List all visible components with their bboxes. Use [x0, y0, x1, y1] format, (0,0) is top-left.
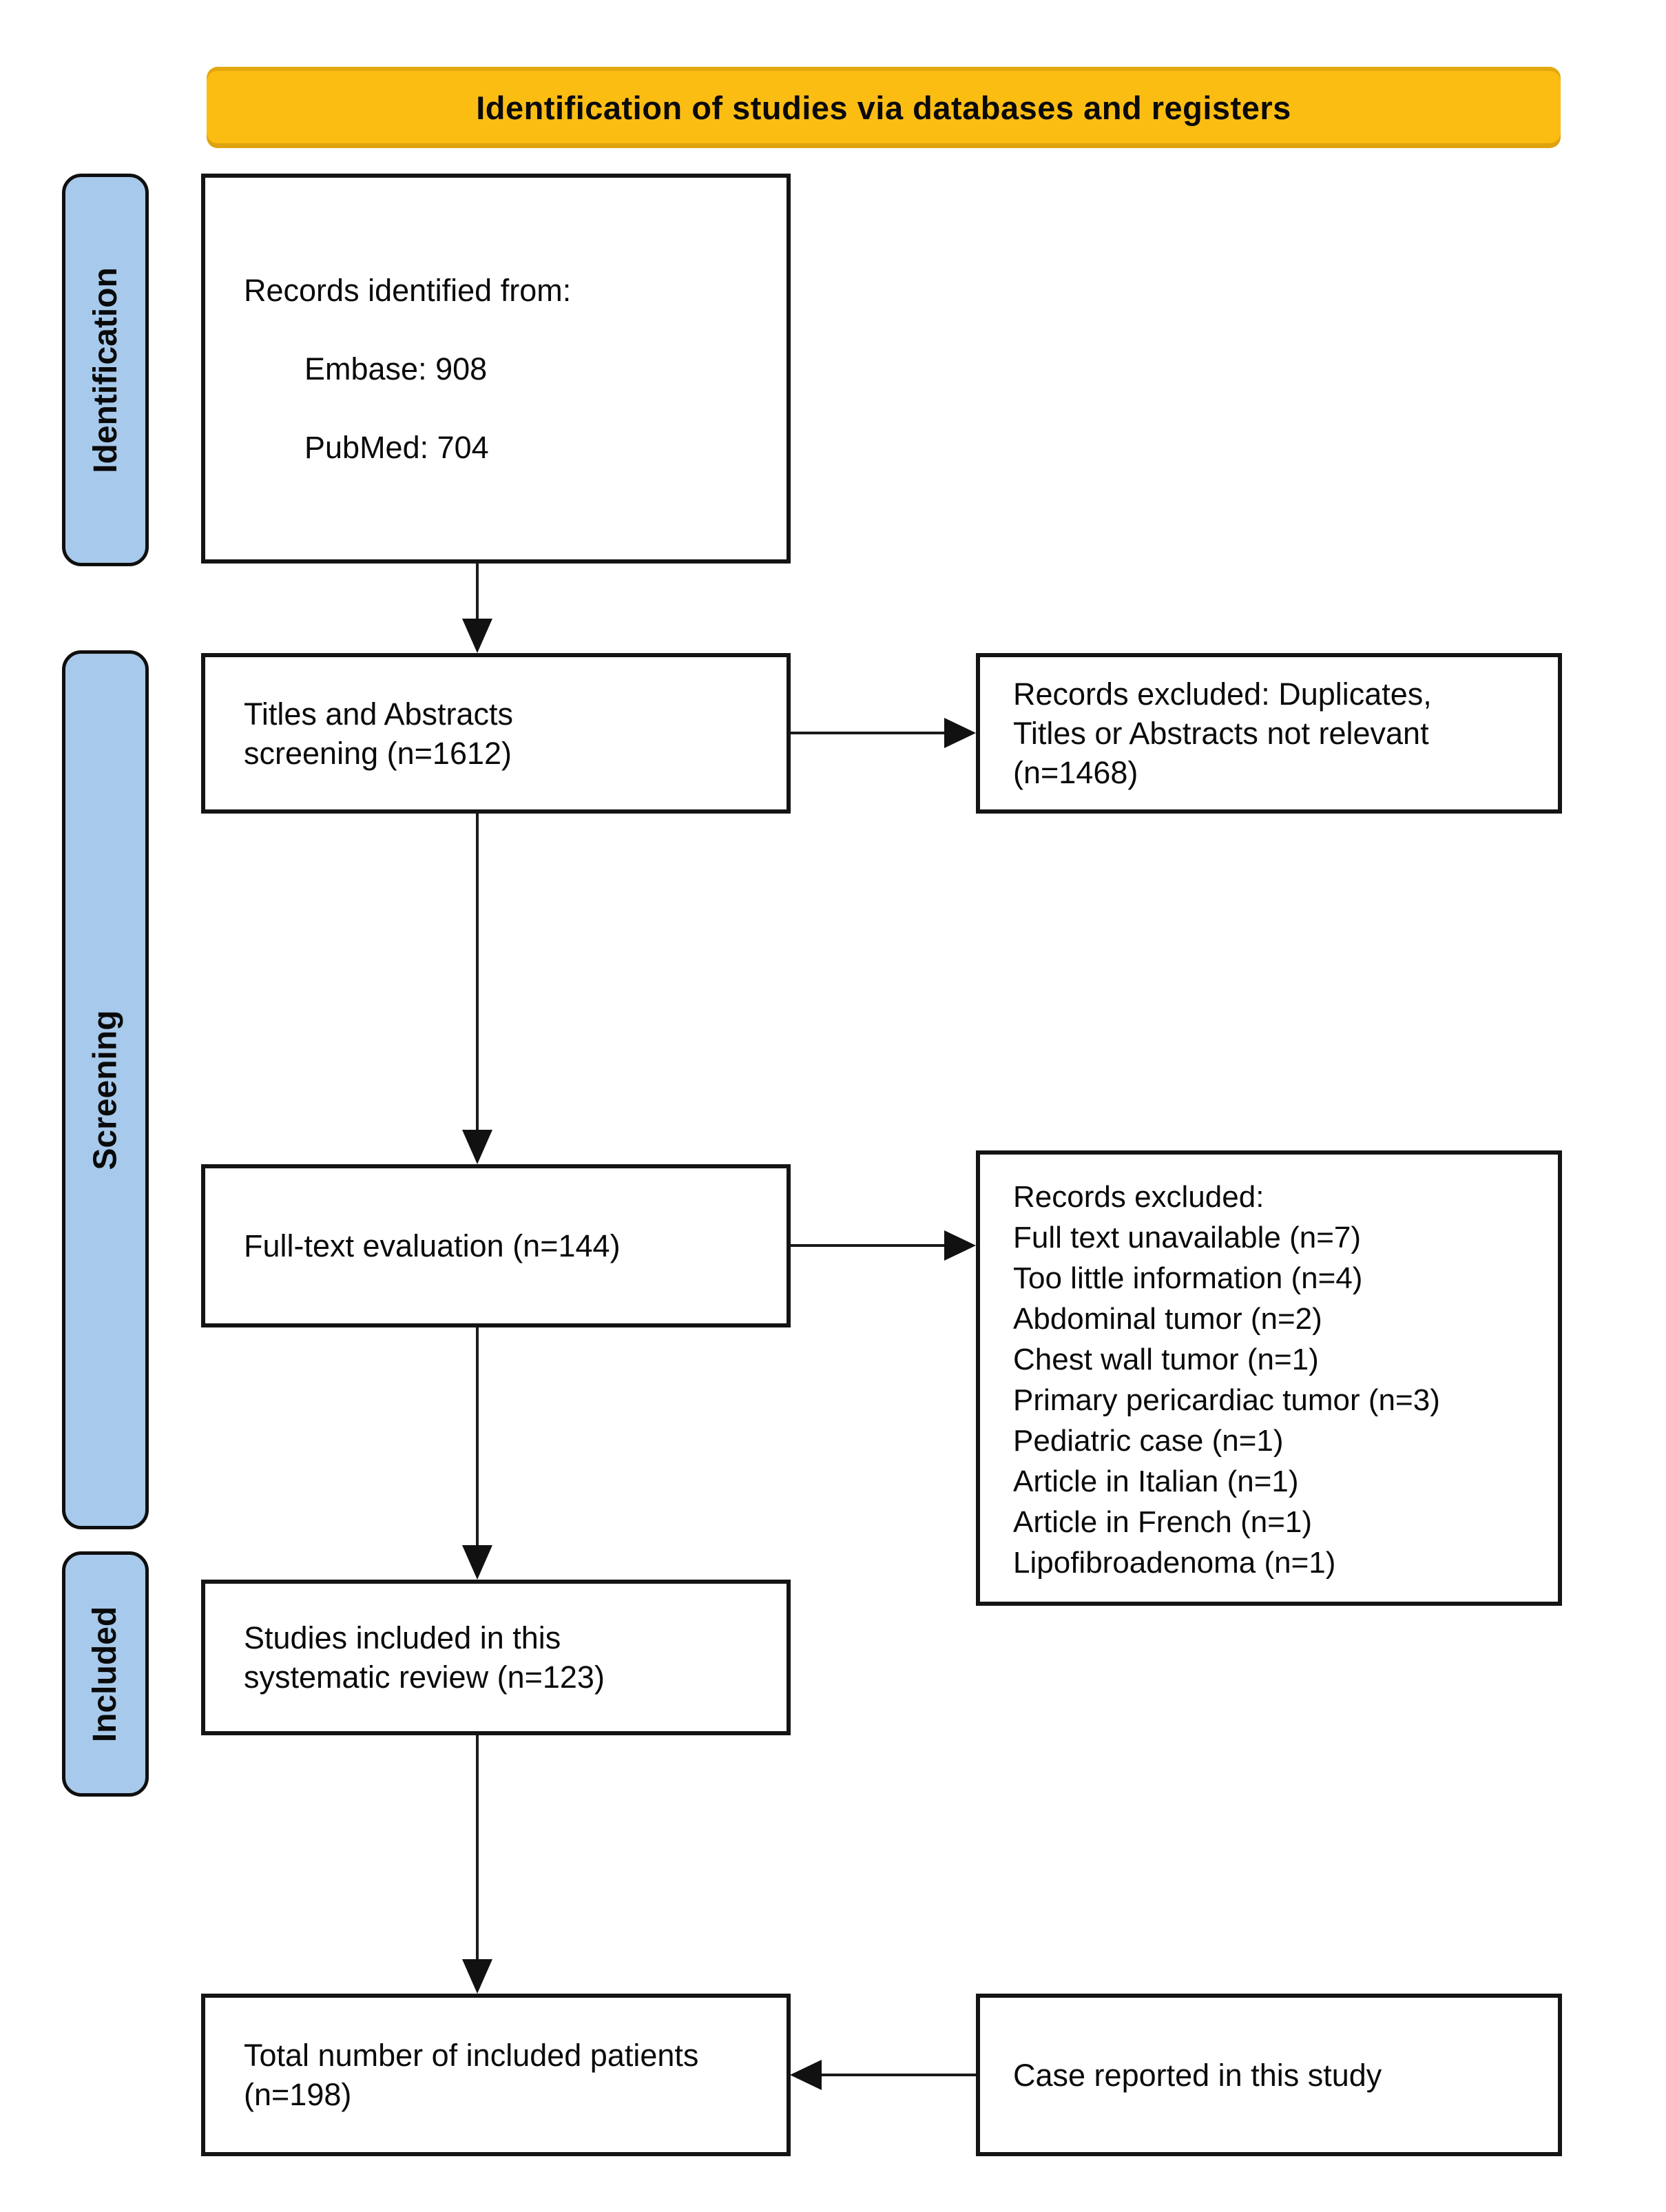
arrow-down-icon	[462, 619, 492, 653]
exclusion-line: Full text unavailable (n=7)	[1013, 1221, 1362, 1254]
records-identified-text: Records identified from: Embase: 908 Pub…	[205, 231, 592, 506]
arrow-right-icon	[944, 1230, 976, 1261]
banner-title: Identification of studies via databases …	[476, 89, 1291, 126]
stage-label-screening-text: Screening	[87, 1009, 124, 1170]
exclusion-line: Records excluded:	[1013, 1180, 1264, 1214]
arrow-down-icon	[462, 1545, 492, 1580]
arrow-down-icon	[462, 1959, 492, 1994]
stage-label-included: Included	[62, 1551, 149, 1797]
exclusion-line: Article in French (n=1)	[1013, 1505, 1313, 1539]
exclusion-line: Lipofibroadenoma (n=1)	[1013, 1546, 1336, 1580]
exclusion-line: Chest wall tumor (n=1)	[1013, 1343, 1319, 1376]
arrow-studies-to-total-line	[476, 1735, 479, 1961]
exclusion-line: Abdominal tumor (n=2)	[1013, 1302, 1322, 1336]
arrow-left-icon	[790, 2060, 822, 2090]
arrow-records-to-screening-line	[476, 563, 479, 620]
stage-label-identification: Identification	[62, 174, 149, 566]
arrow-screening-to-excluded-line	[790, 732, 946, 734]
arrow-case-to-total-line	[820, 2074, 976, 2076]
full-text-evaluation-box: Full-text evaluation (n=144)	[201, 1164, 791, 1327]
exclusion-line: Primary pericardiac tumor (n=3)	[1013, 1383, 1440, 1417]
case-reported-box: Case reported in this study	[976, 1994, 1562, 2156]
records-identified-title: Records identified from:	[244, 272, 572, 308]
stage-label-included-text: Included	[87, 1606, 124, 1742]
records-excluded-fulltext-box: Records excluded: Full text unavailable …	[976, 1150, 1562, 1606]
studies-included-box: Studies included in this systematic revi…	[201, 1580, 791, 1735]
records-excluded-screening-text: Records excluded: Duplicates, Titles or …	[1013, 676, 1432, 790]
case-reported-text: Case reported in this study	[1013, 2057, 1382, 2093]
records-source-embase: Embase: 908	[304, 351, 488, 386]
arrow-fulltext-to-excluded-line	[790, 1244, 946, 1247]
exclusion-line: Too little information (n=4)	[1013, 1261, 1363, 1295]
total-patients-box: Total number of included patients (n=198…	[201, 1994, 791, 2156]
banner: Identification of studies via databases …	[207, 67, 1561, 148]
stage-label-identification-text: Identification	[87, 267, 124, 473]
studies-included-text: Studies included in this systematic revi…	[244, 1620, 605, 1695]
full-text-evaluation-text: Full-text evaluation (n=144)	[244, 1228, 621, 1263]
records-excluded-screening-box: Records excluded: Duplicates, Titles or …	[976, 653, 1562, 814]
stage-label-screening: Screening	[62, 650, 149, 1529]
records-excluded-fulltext-list: Records excluded: Full text unavailable …	[980, 1155, 1457, 1583]
total-patients-text: Total number of included patients (n=198…	[244, 2038, 699, 2112]
titles-abstracts-screening-text: Titles and Abstracts screening (n=1612)	[244, 696, 514, 771]
exclusion-line: Article in Italian (n=1)	[1013, 1465, 1299, 1498]
arrow-right-icon	[944, 718, 976, 748]
arrow-screening-to-fulltext-line	[476, 814, 479, 1131]
arrow-fulltext-to-studies-line	[476, 1327, 479, 1547]
records-identified-box: Records identified from: Embase: 908 Pub…	[201, 174, 791, 564]
titles-abstracts-screening-box: Titles and Abstracts screening (n=1612)	[201, 653, 791, 814]
records-source-pubmed: PubMed: 704	[304, 429, 489, 465]
exclusion-line: Pediatric case (n=1)	[1013, 1424, 1284, 1458]
arrow-down-icon	[462, 1130, 492, 1164]
